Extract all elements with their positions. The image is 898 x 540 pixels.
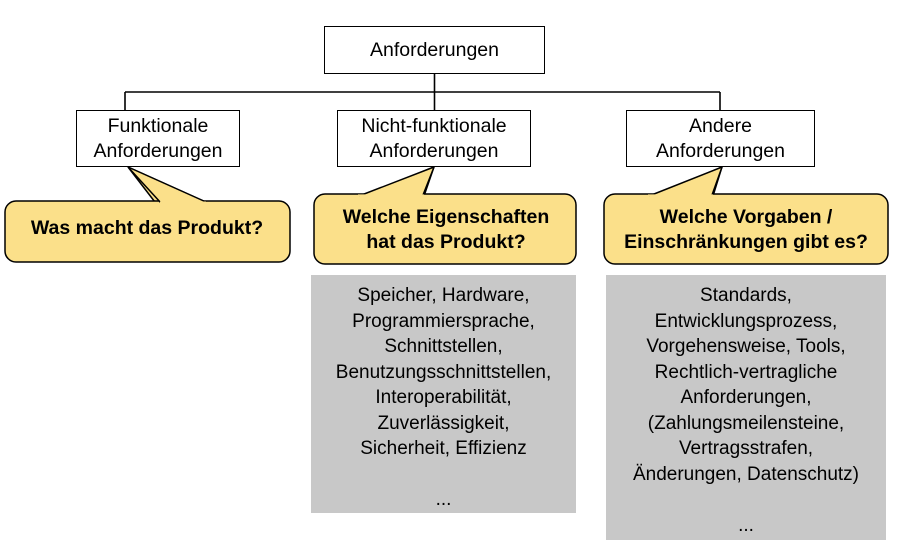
callout-shape-funktionale	[4, 166, 291, 263]
callout-nicht-funktionale-text: Welche Eigenschaften hat das Produkt?	[342, 206, 550, 253]
callout-funktionale: Was macht das Produkt?	[2, 160, 292, 268]
node-anforderungen-label: Anforderungen	[369, 38, 500, 61]
node-anforderungen: Anforderungen	[324, 26, 545, 74]
node-nicht-funktionale-anforderungen: Nicht-funktionale Anforderungen	[337, 110, 531, 167]
node-funktionale-anforderungen-label: Funktionale Anforderungen	[93, 115, 223, 162]
node-andere-anforderungen: Andere Anforderungen	[626, 110, 815, 167]
callout-funktionale-text: Was macht das Produkt?	[30, 217, 264, 239]
callout-andere-text: Welche Vorgaben / Einschränkungen gibt e…	[624, 206, 868, 253]
node-nicht-funktionale-anforderungen-label: Nicht-funktionale Anforderungen	[361, 115, 507, 162]
node-funktionale-anforderungen: Funktionale Anforderungen	[76, 110, 240, 167]
callout-shape-nicht-funktionale	[313, 165, 577, 265]
callout-andere: Welche Vorgaben / Einschränkungen gibt e…	[600, 160, 892, 272]
callout-shape-andere	[603, 165, 889, 265]
details-panel-andere: Standards, Entwicklungsprozess, Vorgehen…	[606, 275, 886, 540]
connector-lines	[124, 74, 721, 110]
callout-nicht-funktionale: Welche Eigenschaften hat das Produkt?	[310, 160, 582, 272]
node-andere-anforderungen-label: Andere Anforderungen	[655, 115, 786, 162]
details-panel-nicht-funktionale: Speicher, Hardware, Programmiersprache, …	[311, 275, 576, 513]
